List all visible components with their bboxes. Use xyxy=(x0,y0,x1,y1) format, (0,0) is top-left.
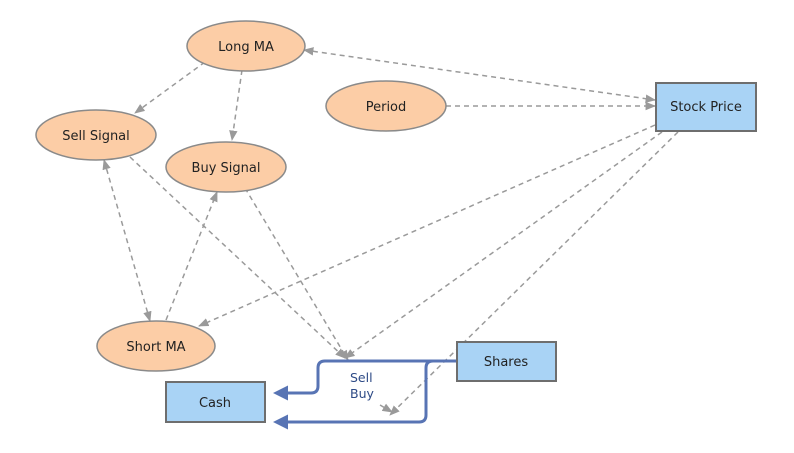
node-short-ma[interactable]: Short MA xyxy=(96,320,216,372)
node-long-ma[interactable]: Long MA xyxy=(186,20,306,72)
node-sell-signal[interactable]: Sell Signal xyxy=(35,109,157,161)
link-long-ma-to-buy-signal xyxy=(229,69,243,142)
flow-pipes xyxy=(273,359,457,430)
link-shares-to-buy-flow xyxy=(379,403,393,413)
buy-flow-pipe xyxy=(273,359,457,430)
dependency-links xyxy=(102,47,679,416)
sell-flow-pipe xyxy=(273,359,457,401)
node-sell-signal-label: Sell Signal xyxy=(62,129,130,144)
node-cash-label: Cash xyxy=(199,396,231,411)
node-buy-signal[interactable]: Buy Signal xyxy=(165,141,287,193)
node-long-ma-label: Long MA xyxy=(218,40,274,55)
link-short-ma-to-buy-signal xyxy=(165,191,218,321)
node-stock-price[interactable]: Stock Price xyxy=(655,82,757,132)
buy-flow-label: Buy xyxy=(350,386,374,401)
node-stock-price-label: Stock Price xyxy=(670,100,742,115)
sell-flow-label: Sell xyxy=(350,370,373,385)
node-shares[interactable]: Shares xyxy=(456,341,557,382)
link-buy-signal-to-buy-flow xyxy=(244,187,349,361)
link-stock-price-to-buy-flow xyxy=(389,131,679,416)
node-buy-signal-label: Buy Signal xyxy=(192,161,261,176)
node-shares-label: Shares xyxy=(484,355,529,370)
link-short-ma-to-sell-signal xyxy=(102,158,152,323)
link-stock-price-to-sell-flow xyxy=(344,131,663,359)
node-short-ma-label: Short MA xyxy=(126,340,185,355)
node-period-label: Period xyxy=(366,100,407,115)
node-cash[interactable]: Cash xyxy=(165,381,266,423)
node-period[interactable]: Period xyxy=(325,80,447,132)
link-long-ma-to-sell-signal xyxy=(134,61,206,114)
link-sell-signal-to-sell-flow xyxy=(129,156,346,359)
